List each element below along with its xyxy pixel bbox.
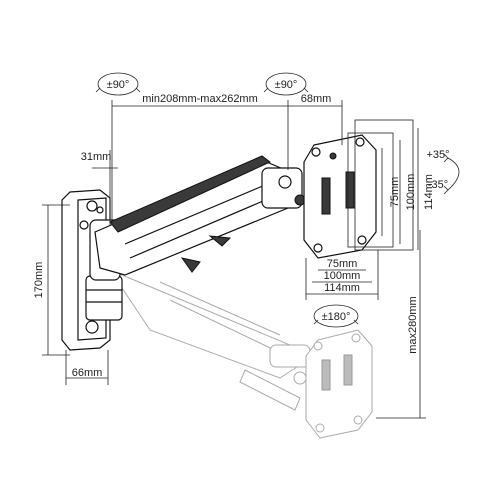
vesa-75-vertical-label: 75mm [389, 177, 401, 208]
main-arm [94, 155, 306, 276]
dimension-lines [42, 100, 426, 419]
rotation-indicators [95, 72, 460, 328]
plate-width-label: 66mm [72, 367, 103, 379]
rotation-head-label: ±90° [275, 79, 298, 91]
plate-height-label: 170mm [33, 262, 45, 299]
ghost-arm [108, 268, 311, 411]
vesa-75-horizontal-label: 75mm [327, 258, 358, 270]
vesa-plate [303, 134, 377, 259]
tilt-up-label: +35° [426, 149, 449, 161]
vesa-114-vertical-label: 114mm [423, 174, 435, 210]
max-height-label: max280mm [407, 296, 419, 353]
vesa-outline [347, 119, 414, 251]
vesa-114-horizontal-label: 114mm [324, 282, 360, 294]
reach-label: min208mm-max262mm [142, 93, 258, 105]
tilt-down-label: -35° [428, 179, 448, 191]
rotation-bottom-label: ±180° [322, 311, 351, 323]
rotation-left-label: ±90° [107, 79, 130, 91]
arm-offset-label: 31mm [81, 151, 112, 163]
vesa-100-vertical-label: 100mm [405, 174, 417, 211]
head-offset-label: 68mm [301, 93, 332, 105]
ghost-monitor-plate [305, 329, 373, 439]
vesa-100-horizontal-label: 100mm [324, 270, 361, 282]
